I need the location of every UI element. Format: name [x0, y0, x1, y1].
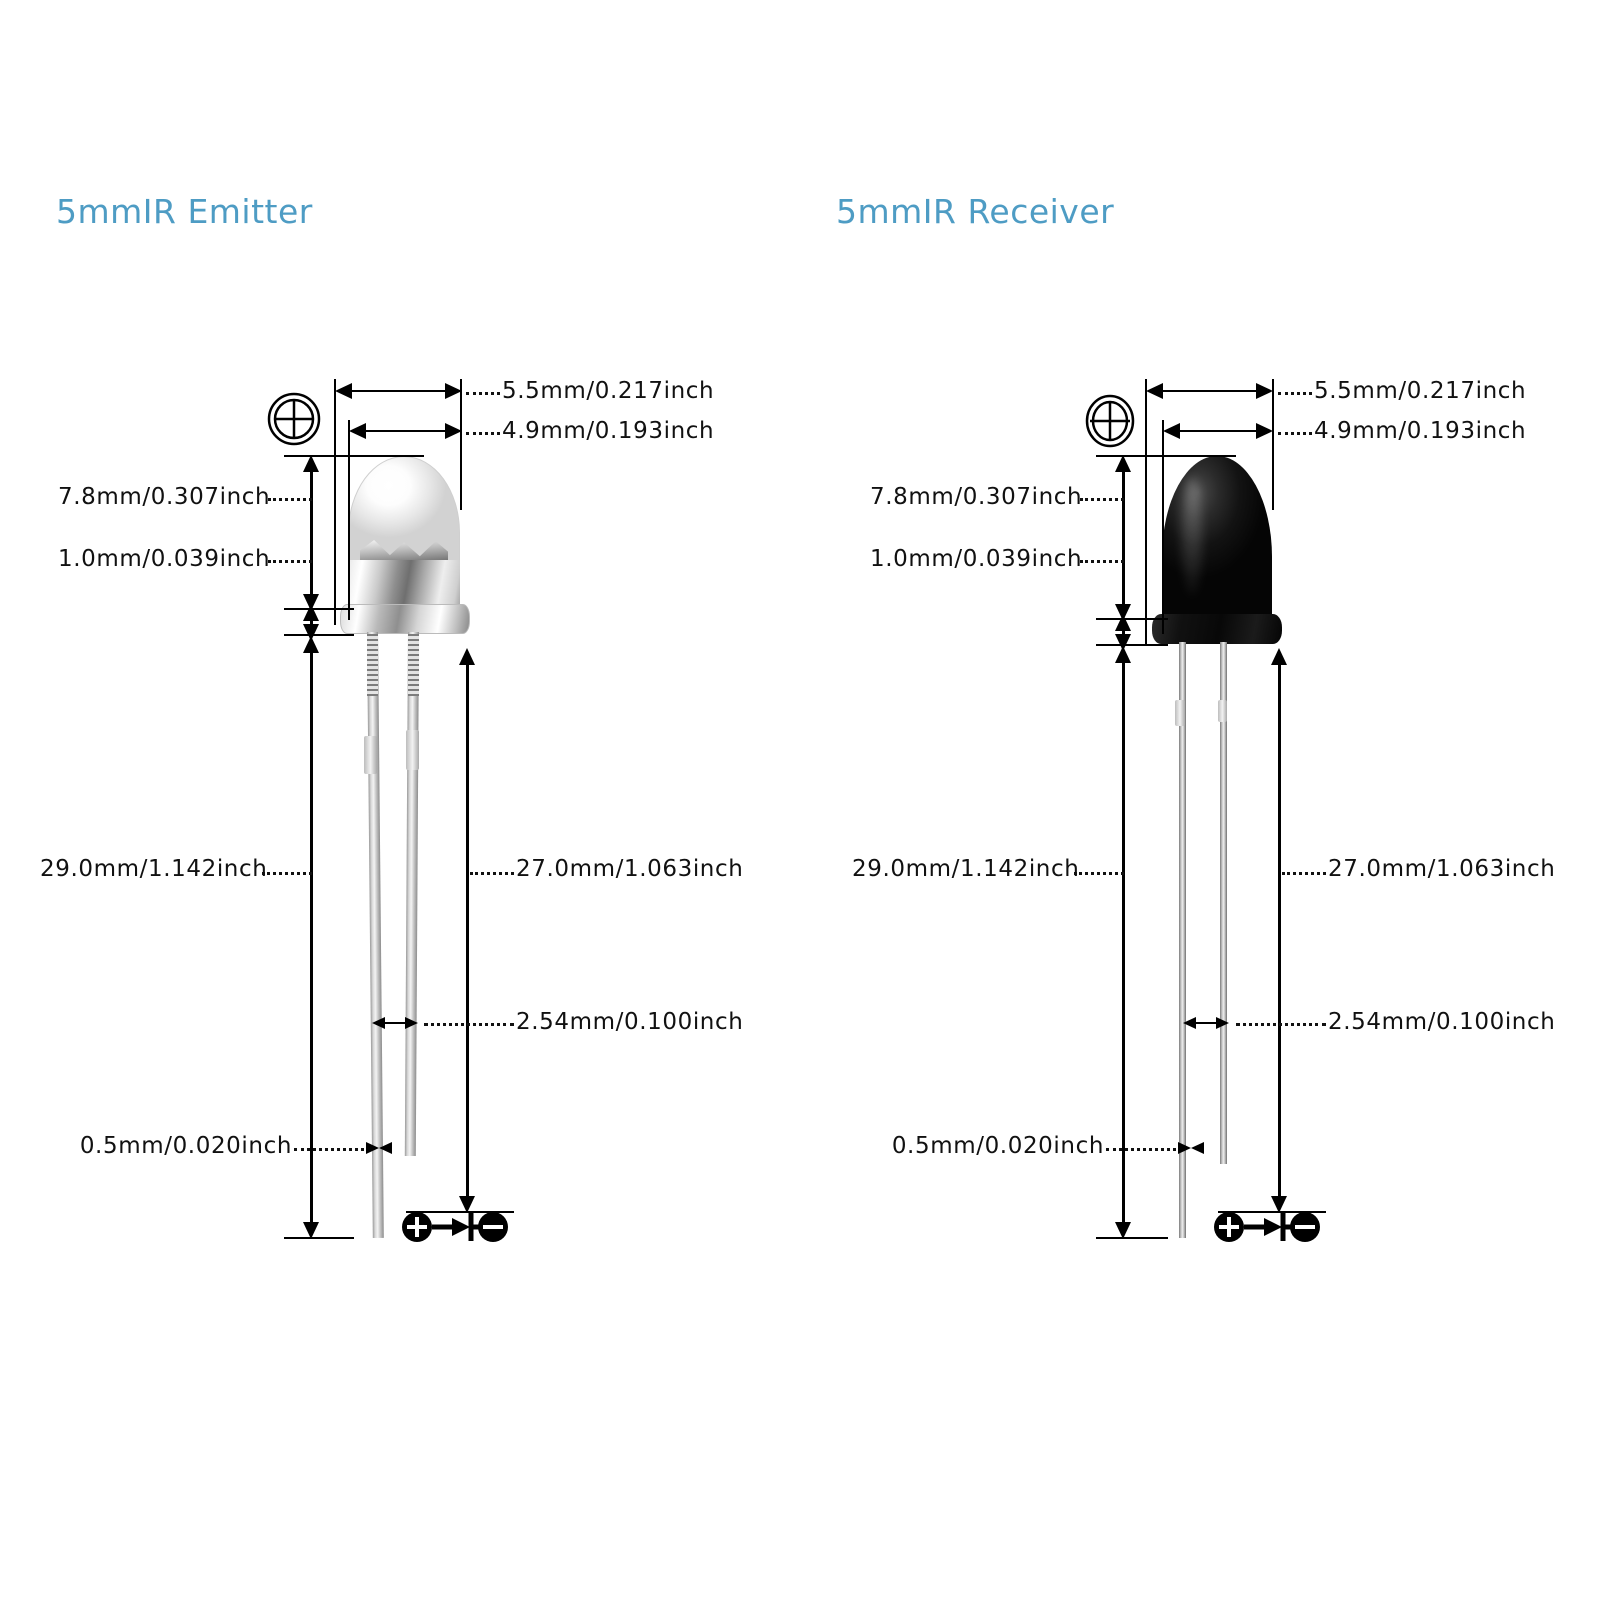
- dimension-line: [1278, 656, 1281, 1202]
- witness-line: [284, 1237, 354, 1239]
- extension-line: [348, 420, 350, 620]
- arrow-head: [1191, 1142, 1204, 1154]
- leader-line: [1282, 872, 1326, 875]
- arrow-head: [303, 636, 319, 653]
- lead-diameter-label: 0.5mm/0.020inch: [79, 1133, 292, 1159]
- extension-line: [460, 379, 462, 510]
- arrow-head: [349, 423, 366, 439]
- arrow-head: [372, 1017, 385, 1029]
- arrow-head: [1115, 1222, 1131, 1239]
- witness-line: [1096, 455, 1236, 457]
- lead-length-left-label: 29.0mm/1.142inch: [852, 856, 1080, 882]
- arrow-head: [445, 423, 462, 439]
- arrow-head: [459, 648, 475, 665]
- dimension-line: [1155, 390, 1265, 392]
- width-outer-label: 5.5mm/0.217inch: [1314, 378, 1527, 404]
- dimension-line: [1122, 464, 1125, 610]
- witness-line: [284, 634, 354, 636]
- extension-line: [334, 379, 336, 625]
- body-height-label: 7.8mm/0.307inch: [870, 484, 1083, 510]
- arrow-head: [1115, 614, 1131, 631]
- dimension-line: [1122, 654, 1125, 1228]
- leader-line: [294, 1148, 364, 1151]
- arrow-head: [1183, 1017, 1196, 1029]
- arrow-head: [1115, 646, 1131, 663]
- leader-line: [466, 432, 500, 435]
- arrow-head: [1271, 648, 1287, 665]
- arrow-head: [1256, 423, 1273, 439]
- crosshair-target-icon: [267, 392, 321, 450]
- witness-line: [1096, 618, 1168, 620]
- witness-line: [1096, 1237, 1168, 1239]
- arrow-head: [379, 1142, 392, 1154]
- leader-line: [466, 392, 500, 395]
- leader-line: [262, 872, 312, 875]
- emitter-title: 5mmIR Emitter: [56, 192, 313, 231]
- crosshair-target-icon: [1085, 394, 1135, 452]
- dimension-line: [1122, 622, 1125, 640]
- lead-pitch-label: 2.54mm/0.100inch: [516, 1009, 744, 1035]
- dimension-line: [466, 656, 469, 1202]
- leader-line: [1080, 560, 1124, 563]
- arrow-head: [1163, 423, 1180, 439]
- width-outer-label: 5.5mm/0.217inch: [502, 378, 715, 404]
- arrow-head: [303, 455, 319, 472]
- lead-length-left-label: 29.0mm/1.142inch: [40, 856, 268, 882]
- arrow-head: [1178, 1142, 1191, 1154]
- leader-line: [470, 872, 514, 875]
- witness-line: [406, 1211, 514, 1213]
- receiver-title: 5mmIR Receiver: [836, 192, 1115, 231]
- leader-line: [1278, 392, 1312, 395]
- witness-line: [1096, 644, 1168, 646]
- dimension-line: [1194, 1022, 1218, 1024]
- arrow-head: [1146, 383, 1163, 399]
- leader-line: [1106, 1148, 1176, 1151]
- witness-line: [284, 455, 424, 457]
- arrow-head: [1271, 1196, 1287, 1213]
- lead-length-right-label: 27.0mm/1.063inch: [516, 856, 744, 882]
- leader-line: [1080, 498, 1124, 501]
- diode-polarity-icon: [400, 1200, 508, 1250]
- width-inner-label: 4.9mm/0.193inch: [1314, 418, 1527, 444]
- arrow-head: [1115, 455, 1131, 472]
- witness-line: [284, 608, 354, 610]
- extension-line: [1272, 379, 1274, 510]
- leader-line: [424, 1023, 514, 1026]
- lead-diameter-label: 0.5mm/0.020inch: [891, 1133, 1104, 1159]
- extension-line: [1145, 379, 1147, 645]
- body-height-label: 7.8mm/0.307inch: [58, 484, 271, 510]
- dimension-line: [1172, 430, 1266, 432]
- dimension-line: [358, 430, 454, 432]
- arrow-head: [303, 1222, 319, 1239]
- flange-height-label: 1.0mm/0.039inch: [870, 546, 1083, 572]
- dimension-line: [310, 612, 313, 630]
- witness-line: [1218, 1211, 1326, 1213]
- dimension-line: [383, 1022, 407, 1024]
- arrow-head: [366, 1142, 379, 1154]
- dimension-line: [344, 390, 454, 392]
- leader-line: [1236, 1023, 1326, 1026]
- leader-line: [1074, 872, 1124, 875]
- arrow-head: [335, 383, 352, 399]
- dimension-line: [310, 464, 313, 600]
- extension-line: [1162, 420, 1164, 634]
- emitter-panel: 5mmIR Emitter 5.5mm/0.: [40, 192, 744, 1250]
- arrow-head: [1216, 1017, 1229, 1029]
- arrow-head: [303, 604, 319, 621]
- width-inner-label: 4.9mm/0.193inch: [502, 418, 715, 444]
- receiver-panel: 5mmIR Receiver 5.5mm/0.217inch 4.9mm/0.1…: [800, 0, 1600, 1600]
- arrow-head: [1256, 383, 1273, 399]
- arrow-head: [405, 1017, 418, 1029]
- flange-height-label: 1.0mm/0.039inch: [58, 546, 271, 572]
- dimension-line: [310, 644, 313, 1228]
- arrow-head: [459, 1196, 475, 1213]
- leader-line: [1278, 432, 1312, 435]
- lead-length-right-label: 27.0mm/1.063inch: [1328, 856, 1556, 882]
- diode-polarity-icon: [1212, 1200, 1320, 1250]
- leader-line: [268, 498, 312, 501]
- arrow-head: [445, 383, 462, 399]
- lead-pitch-label: 2.54mm/0.100inch: [1328, 1009, 1556, 1035]
- leader-line: [268, 560, 312, 563]
